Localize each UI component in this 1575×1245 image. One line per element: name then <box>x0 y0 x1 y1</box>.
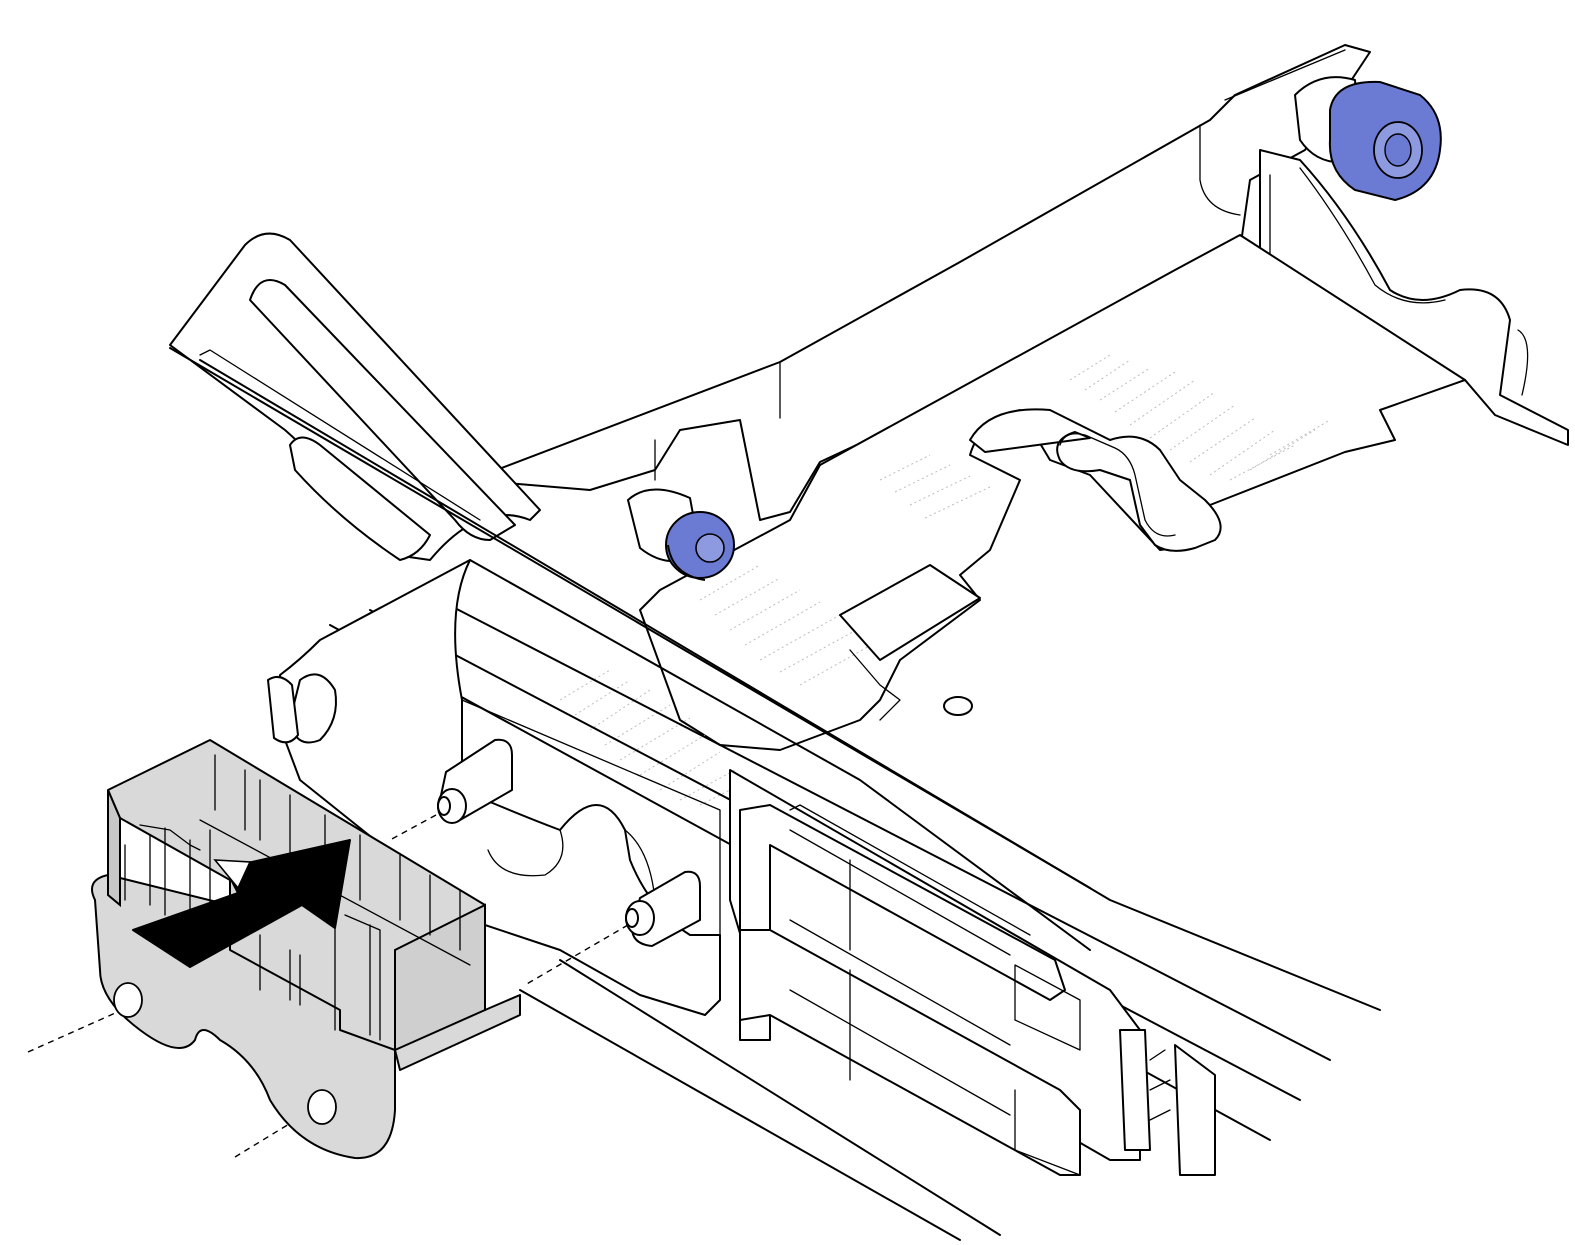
drive-bays <box>729 769 1216 1176</box>
tray-ramp <box>839 564 981 661</box>
large-thumbscrew-icon <box>1294 76 1442 202</box>
latch-handle <box>169 232 541 561</box>
tray-hatching <box>559 354 1331 806</box>
alignment-pin-upper <box>437 738 513 824</box>
alignment-guides <box>27 814 629 1158</box>
small-thumbscrew-icon <box>627 488 735 581</box>
mounting-hole <box>943 696 973 716</box>
front-plate <box>267 559 721 1016</box>
alignment-pin-lower <box>625 870 701 947</box>
tray-cutout <box>969 408 1222 552</box>
drive-cage <box>469 44 1569 806</box>
cage-right-upright <box>1259 149 1569 446</box>
install-direction-arrow-icon <box>132 839 351 968</box>
